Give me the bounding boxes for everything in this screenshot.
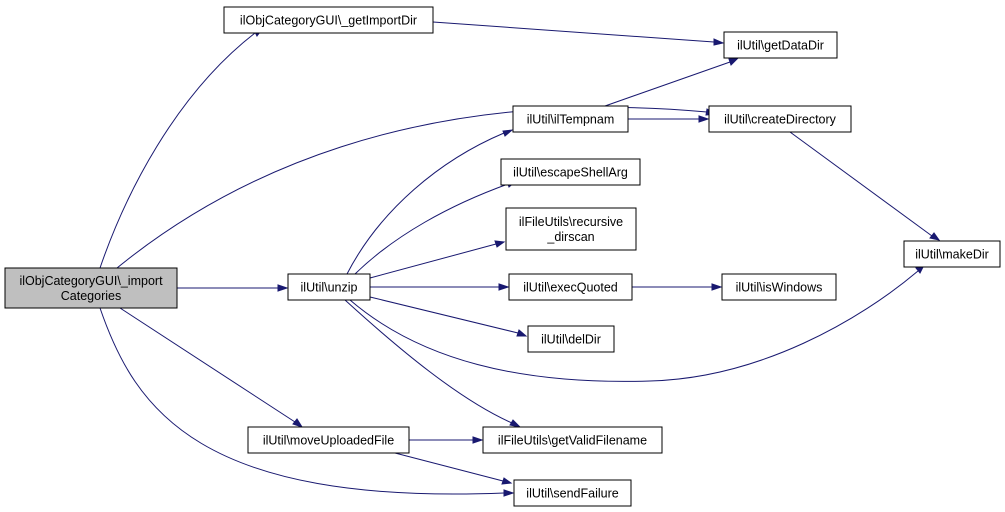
edge-line — [99, 307, 505, 495]
node-label: ilObjCategoryGUI\_import — [19, 274, 163, 288]
node-unzip[interactable]: ilUtil\unzip — [287, 273, 371, 301]
node-label: ilObjCategoryGUI\_getImportDir — [240, 14, 417, 28]
node-moveUploadedFile[interactable]: ilUtil\moveUploadedFile — [247, 426, 410, 454]
edge-arrowhead — [277, 284, 289, 292]
node-createDirectory[interactable]: ilUtil\createDirectory — [708, 105, 852, 133]
node-label: ilUtil\createDirectory — [724, 113, 837, 127]
node-delDir[interactable]: ilUtil\delDir — [527, 325, 615, 353]
edge-arrowhead — [713, 38, 725, 46]
edge-line — [789, 131, 933, 237]
edge-getImportDir-to-getDataDir — [432, 21, 725, 46]
edge-arrowhead — [503, 489, 515, 497]
edge-unzip-to-recursiveDirscan — [369, 240, 506, 279]
node-label: ilUtil\ilTempnam — [527, 113, 615, 127]
node-label: ilFileUtils\getValidFilename — [498, 434, 647, 448]
node-label: ilUtil\isWindows — [736, 281, 823, 295]
edge-line — [369, 296, 519, 334]
node-makeDir[interactable]: ilUtil\makeDir — [903, 240, 1001, 268]
node-box — [223, 6, 434, 34]
edge-line — [349, 270, 919, 382]
edge-root-to-sendFailure — [99, 307, 515, 497]
edge-line — [604, 61, 731, 107]
node-label: Categories — [61, 289, 121, 303]
edge-arrowhead — [494, 240, 506, 248]
node-label: ilUtil\sendFailure — [526, 487, 618, 501]
edge-line — [119, 307, 296, 423]
node-box — [500, 158, 641, 186]
node-ilTempnam[interactable]: ilUtil\ilTempnam — [512, 105, 629, 133]
edge-moveUploadedFile-to-getValidFilename — [409, 436, 484, 444]
node-label: ilFileUtils\recursive — [519, 215, 623, 229]
edge-execQuoted-to-isWindows — [632, 283, 723, 291]
edge-root-to-moveUploadedFile — [119, 307, 304, 428]
edge-line — [99, 32, 256, 269]
node-label: ilUtil\makeDir — [915, 248, 989, 262]
node-box — [513, 479, 632, 507]
node-label: ilUtil\escapeShellArg — [513, 166, 628, 180]
edge-root-to-getImportDir — [99, 27, 265, 269]
edge-arrowhead — [728, 57, 740, 66]
edge-ilTempnam-to-getDataDir — [604, 57, 740, 107]
node-getValidFilename[interactable]: ilFileUtils\getValidFilename — [482, 426, 663, 454]
node-execQuoted[interactable]: ilUtil\execQuoted — [508, 273, 633, 301]
edge-arrowhead — [698, 115, 710, 123]
node-box — [4, 267, 178, 309]
node-box — [505, 207, 637, 251]
node-escapeShellArg[interactable]: ilUtil\escapeShellArg — [500, 158, 641, 186]
edge-unzip-to-execQuoted — [370, 283, 510, 291]
edge-arrowhead — [292, 418, 304, 428]
node-box — [508, 273, 633, 301]
edge-arrowhead — [516, 329, 528, 337]
node-box — [527, 325, 615, 353]
node-label: _dirscan — [546, 230, 594, 244]
node-layer: ilObjCategoryGUI\_importCategoriesilObjC… — [4, 6, 1001, 507]
node-label: ilUtil\execQuoted — [523, 281, 618, 295]
edge-arrowhead — [498, 283, 510, 291]
edge-line — [369, 243, 497, 279]
edge-layer — [99, 21, 941, 497]
edge-unzip-to-delDir — [369, 296, 528, 337]
node-sendFailure[interactable]: ilUtil\sendFailure — [513, 479, 632, 507]
node-getDataDir[interactable]: ilUtil\getDataDir — [723, 31, 838, 59]
edge-moveUploadedFile-to-sendFailure — [394, 452, 513, 485]
node-label: ilUtil\unzip — [301, 281, 358, 295]
edge-arrowhead — [509, 419, 522, 428]
edge-line — [354, 183, 509, 275]
node-isWindows[interactable]: ilUtil\isWindows — [721, 273, 837, 301]
edge-arrowhead — [472, 436, 484, 444]
node-getImportDir[interactable]: ilObjCategoryGUI\_getImportDir — [223, 6, 434, 34]
edge-unzip-to-getValidFilename — [344, 299, 522, 428]
node-box — [708, 105, 852, 133]
edge-ilTempnam-to-createDirectory — [628, 115, 710, 123]
edge-arrowhead — [502, 129, 514, 137]
node-label: ilUtil\getDataDir — [737, 39, 824, 53]
edge-line — [394, 452, 504, 482]
node-box — [247, 426, 410, 454]
node-box — [723, 31, 838, 59]
node-box — [287, 273, 371, 301]
edge-root-to-unzip — [177, 284, 289, 292]
edge-line — [344, 299, 513, 424]
edge-arrowhead — [711, 283, 723, 291]
edge-createDirectory-to-makeDir — [789, 131, 941, 241]
node-label: ilUtil\delDir — [541, 333, 601, 347]
edge-unzip-to-ilTempnam — [346, 129, 514, 275]
node-box — [482, 426, 663, 454]
node-label: ilUtil\moveUploadedFile — [263, 434, 394, 448]
node-box — [512, 105, 629, 133]
node-recursiveDirscan[interactable]: ilFileUtils\recursive_dirscan — [505, 207, 637, 251]
edge-arrowhead — [501, 477, 513, 485]
edge-arrowhead — [929, 232, 941, 241]
node-box — [721, 273, 837, 301]
edge-line — [346, 132, 505, 275]
edge-line — [432, 21, 715, 43]
node-box — [903, 240, 1001, 268]
edge-unzip-to-makeDir — [349, 264, 926, 382]
